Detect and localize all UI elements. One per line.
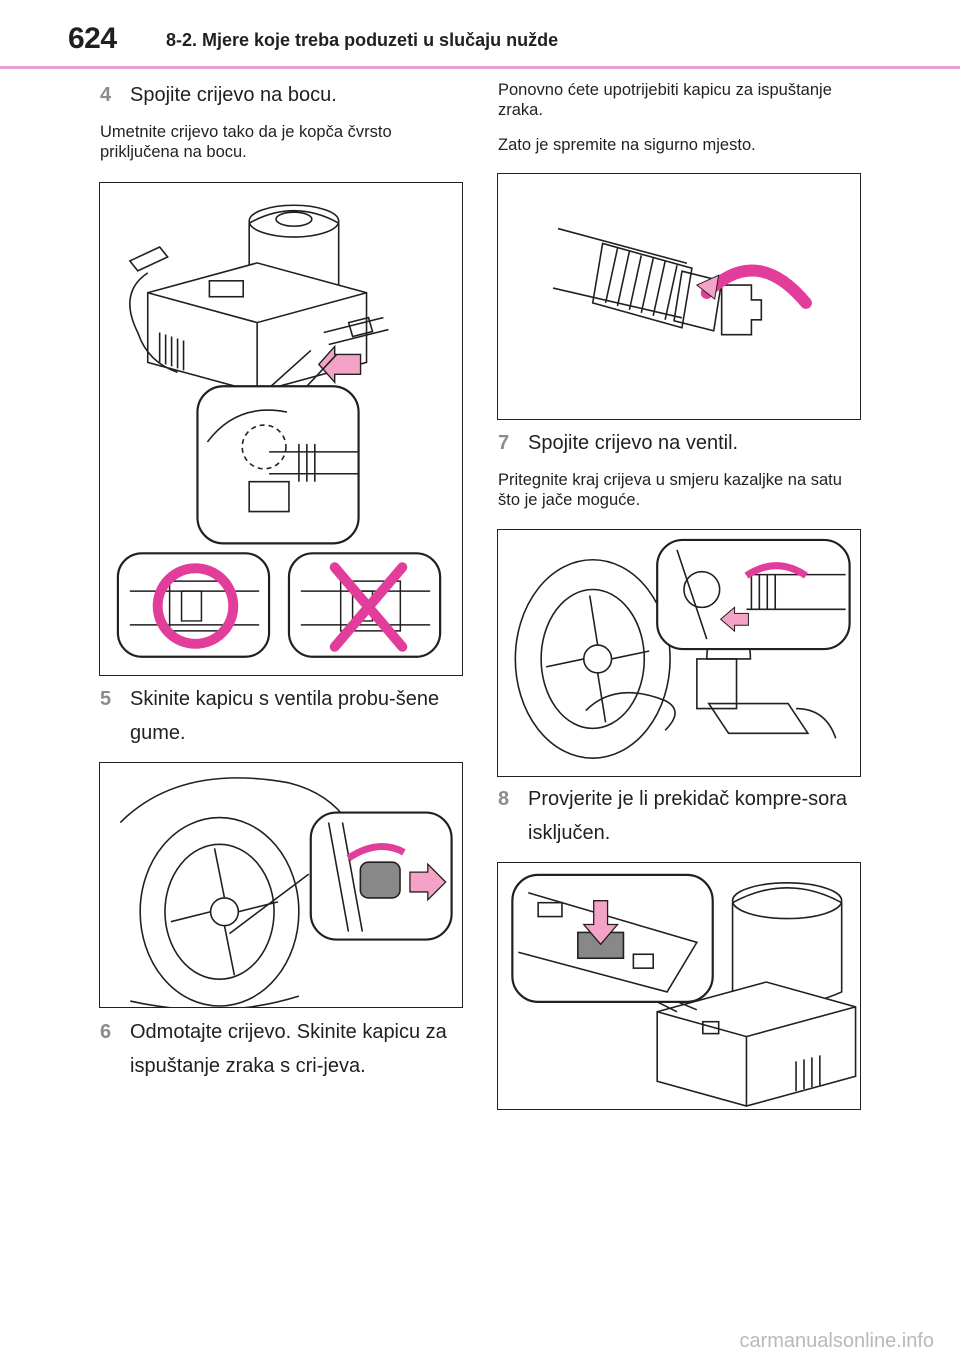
note-step-6b: Zato je spremite na sigurno mjesto. <box>498 136 756 154</box>
step-number: 7 <box>498 432 510 454</box>
note-step-7: Pritegnite kraj crijeva u smjeru kazaljk… <box>498 471 842 509</box>
note-step-6a: Ponovno ćete upotrijebiti kapicu za ispu… <box>498 81 832 119</box>
step-8: 8 Provjerite je li prekidač kompre-sora … <box>498 782 860 850</box>
tire-valve-illustration <box>119 777 453 1007</box>
step-5: 5 Skinite kapicu s ventila probu-šene gu… <box>100 682 460 750</box>
step-text: Spojite crijevo na bocu. <box>130 84 337 106</box>
note-step-4: Umetnite crijevo tako da je kopča čvrsto… <box>100 123 392 161</box>
step-number: 8 <box>498 788 510 810</box>
step-4: 4 Spojite crijevo na bocu. <box>100 78 460 112</box>
figure-compressor-switch <box>497 862 861 1110</box>
figure-hose-to-bottle <box>99 182 463 676</box>
compressor-switch-illustration <box>511 873 857 1107</box>
page-header: 624 8-2. Mjere koje treba poduzeti u slu… <box>0 0 960 70</box>
step-text: Odmotajte crijevo. Skinite kapicu za isp… <box>130 1021 447 1077</box>
figure-hose-to-valve <box>497 529 861 777</box>
hose-valve-illustration <box>514 538 851 759</box>
hose-cap-illustration <box>552 227 812 336</box>
step-text: Skinite kapicu s ventila probu-šene gume… <box>130 688 440 744</box>
step-6: 6 Odmotajte crijevo. Skinite kapicu za i… <box>100 1015 460 1083</box>
step-text: Provjerite je li prekidač kompre-sora is… <box>528 788 848 844</box>
step-number: 6 <box>100 1021 112 1043</box>
section-title: 8-2. Mjere koje treba poduzeti u slučaju… <box>166 30 559 50</box>
compressor-bottle-illustration <box>116 204 442 658</box>
step-7: 7 Spojite crijevo na ventil. <box>498 426 860 460</box>
figure-remove-valve-cap <box>99 762 463 1008</box>
figure-hose-cap <box>497 173 861 420</box>
header-rule <box>0 66 960 69</box>
step-number: 4 <box>100 84 112 106</box>
step-number: 5 <box>100 688 112 710</box>
page-number: 624 <box>68 22 117 55</box>
step-text: Spojite crijevo na ventil. <box>528 432 739 454</box>
watermark: carmanualsonline.info <box>739 1330 934 1352</box>
